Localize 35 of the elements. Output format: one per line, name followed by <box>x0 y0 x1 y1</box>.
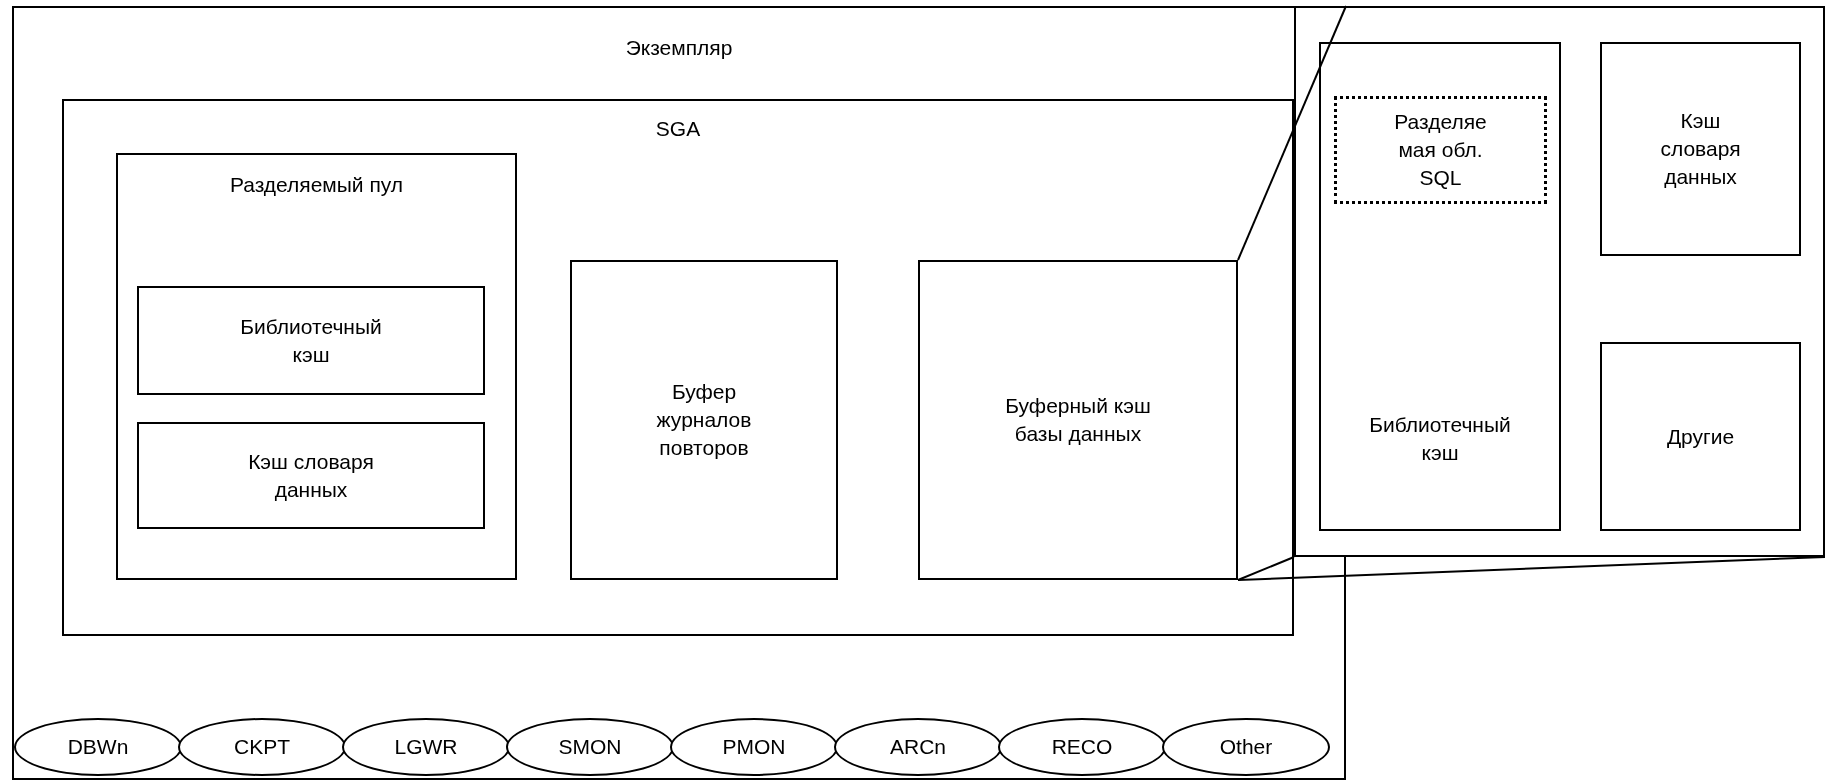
pool-box <box>116 153 517 580</box>
zoom-line <box>1237 556 1826 581</box>
sga-box <box>62 99 1294 636</box>
cache-box <box>1600 42 1801 256</box>
dotted-box <box>1334 96 1547 204</box>
box-label: PMON <box>722 734 786 760</box>
box-label: Экземпляр <box>625 35 733 61</box>
box-label: Разделяе мая обл. SQL <box>1393 109 1488 191</box>
other-box <box>1600 342 1801 531</box>
box-label: SGA <box>655 116 701 142</box>
cache-box <box>1319 42 1561 531</box>
box-label: Кэш словаря данных <box>1659 108 1742 190</box>
cache-box <box>137 286 485 395</box>
box-label: CKPT <box>234 734 290 760</box>
box-label: Буфер журналов повторов <box>655 379 753 461</box>
box-label: LGWR <box>394 734 458 760</box>
buffer-box <box>570 260 838 580</box>
box-label: Other <box>1219 734 1273 760</box>
box-label: ARCn <box>890 734 946 760</box>
zoom-panel <box>1294 6 1825 557</box>
cache-box <box>137 422 485 529</box>
process-ellipse <box>14 718 182 776</box>
box-label: Библиотечный кэш <box>1368 412 1512 466</box>
box-label: Разделяемый пул <box>229 172 404 198</box>
box-label: DBWn <box>67 734 129 760</box>
box-label: RECO <box>1051 734 1113 760</box>
box-label: Кэш словаря данных <box>247 448 375 503</box>
box-label: SMON <box>558 734 622 760</box>
box-label: Буферный кэш базы данных <box>1004 393 1152 447</box>
buffer-box <box>918 260 1238 580</box>
zoom-line <box>1237 5 1347 261</box>
box-label: Другие <box>1666 423 1735 450</box>
box-label: Библиотечный кэш <box>239 313 383 368</box>
zoom-line <box>1237 556 1295 581</box>
instance-box <box>12 6 1346 780</box>
